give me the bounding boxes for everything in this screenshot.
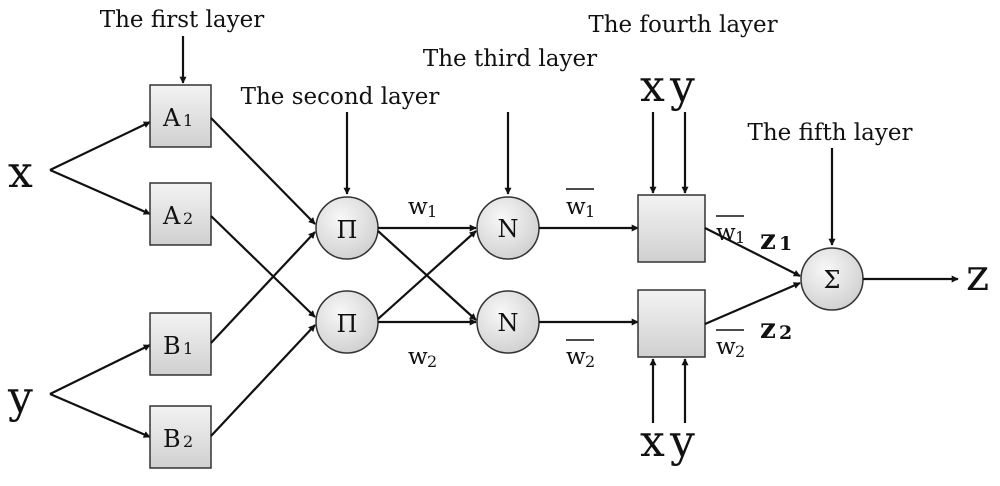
label-w2-bar-out: w 2 [716,329,745,361]
svg-text:w: w [408,344,428,370]
label-z1: z 1 [760,223,792,256]
output-z-label: z [966,250,989,301]
node-n-2: N [476,290,540,354]
node-b2: B 2 [149,405,212,469]
arrow-a2-pi2 [210,215,316,318]
arrow-b1-pi1 [210,231,316,344]
arrow-a1-pi1 [210,117,316,225]
label-w1-bar: w 1 [566,188,595,221]
layer2-label: The second layer [241,84,440,110]
layer1-label: The first layer [100,7,264,33]
label-z2: z 2 [760,312,792,345]
svg-text:A: A [162,202,181,230]
layer4-label: The fourth layer [588,12,777,38]
label-w1: w 1 [408,194,437,221]
svg-text:Π: Π [337,216,358,244]
svg-text:w: w [566,194,586,220]
layer4-top-y-label: y [669,61,695,112]
svg-text:2: 2 [585,352,595,371]
node-a1: A 1 [149,84,212,148]
svg-text:w: w [408,194,428,220]
layer4-top-x-label: x [640,61,665,112]
label-w2: w 2 [408,344,437,371]
arrow-x-a2 [49,168,151,216]
svg-text:1: 1 [427,202,437,221]
node-sigma: Σ [800,247,864,311]
svg-text:Π: Π [337,310,358,338]
node-pi-1: Π [315,196,379,260]
svg-text:1: 1 [183,339,193,358]
svg-text:2: 2 [427,352,437,371]
node-layer4-top [637,194,706,263]
arrow-y-b1 [49,344,151,395]
layer4-bottom-x-label: x [640,416,665,467]
node-b1: B 1 [149,312,212,376]
node-layer4-bottom [637,289,706,358]
svg-text:Σ: Σ [824,266,841,294]
svg-text:z: z [760,223,776,256]
svg-text:2: 2 [779,322,792,344]
svg-text:B: B [163,425,181,453]
svg-text:w: w [716,220,736,246]
svg-text:w: w [566,344,586,370]
svg-text:1: 1 [183,111,193,130]
svg-text:1: 1 [735,228,745,247]
svg-text:N: N [498,215,519,243]
svg-text:2: 2 [735,342,745,361]
arrow-l4a-sigma [704,227,801,277]
label-w2-bar: w 2 [566,339,595,371]
layer3-label: The third layer [423,46,597,72]
arrow-x-a1 [49,121,151,171]
arrow-pi2-n1 [377,230,477,320]
input-x-label: x [8,147,33,198]
label-w1-bar-out: w 1 [716,215,745,247]
svg-text:N: N [498,309,519,337]
svg-text:2: 2 [183,432,193,451]
layer4-bottom-y-label: y [669,416,695,467]
svg-text:w: w [716,334,736,360]
svg-text:z: z [760,312,776,345]
svg-text:2: 2 [183,209,193,228]
svg-text:1: 1 [585,202,595,221]
svg-text:B: B [163,332,181,360]
node-n-1: N [476,196,540,260]
layer5-label: The fifth layer [748,120,913,146]
svg-text:1: 1 [779,233,792,255]
node-pi-2: Π [315,290,379,354]
input-y-label: y [7,372,33,423]
svg-text:A: A [162,104,181,132]
arrow-b2-pi2 [210,324,316,437]
arrow-y-b2 [49,392,151,439]
node-a2: A 2 [149,182,212,246]
arrow-l4b-sigma [704,281,801,326]
